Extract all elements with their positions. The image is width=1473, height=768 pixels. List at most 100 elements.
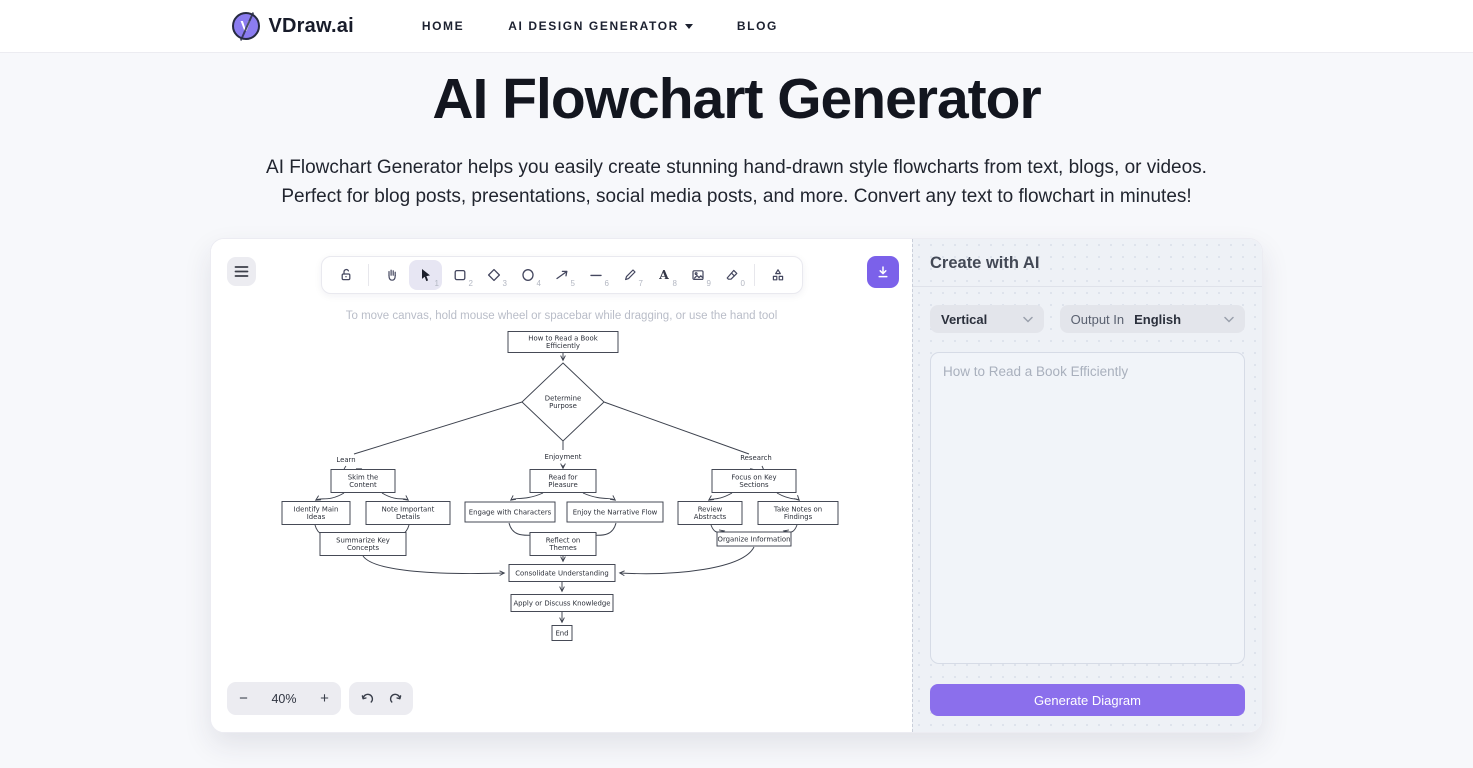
flowchart-node-consolidate[interactable] xyxy=(508,564,616,582)
flowchart-edge[interactable] xyxy=(509,492,544,501)
selection-tool-button[interactable]: 1 xyxy=(409,260,442,290)
flowchart-node-apply-knowledge[interactable] xyxy=(510,594,614,612)
flowchart-node-label: Apply or Discuss Knowledge xyxy=(513,599,610,607)
tool-badge: 3 xyxy=(502,279,507,288)
undo-button[interactable] xyxy=(352,684,381,713)
hero-section: AI Flowchart Generator AI Flowchart Gene… xyxy=(0,66,1473,211)
zoom-level[interactable]: 40% xyxy=(271,691,297,706)
flowchart-node-review-abstracts[interactable] xyxy=(677,501,743,525)
flowchart-node-read-pleasure[interactable] xyxy=(529,469,597,493)
diamond-icon xyxy=(487,268,500,282)
redo-button[interactable] xyxy=(381,684,410,713)
arrow-tool-button[interactable]: 5 xyxy=(545,260,578,290)
image-icon xyxy=(691,270,704,281)
output-label: Output In xyxy=(1070,311,1125,327)
flowchart-node-note-details[interactable] xyxy=(365,501,451,525)
eraser-tool-button[interactable]: 0 xyxy=(715,260,748,290)
flowchart-node-identify-ideas[interactable] xyxy=(281,501,351,525)
prompt-textarea[interactable] xyxy=(930,352,1245,664)
chevron-down-icon xyxy=(684,23,693,29)
flowchart-edge[interactable] xyxy=(710,524,726,535)
rectangle-tool-button[interactable]: 2 xyxy=(443,260,476,290)
flowchart-node-focus-sections[interactable] xyxy=(711,469,797,493)
panel-controls: Vertical Output In English xyxy=(930,305,1245,333)
flowchart-edge[interactable] xyxy=(582,492,617,501)
brand-logo-link[interactable]: V VDraw.ai xyxy=(231,12,354,40)
tool-badge: 4 xyxy=(536,279,541,288)
flowchart-node-start[interactable] xyxy=(507,331,619,353)
chevron-down-icon xyxy=(1022,316,1033,323)
chevron-down-icon xyxy=(1224,316,1234,323)
diamond-tool-button[interactable]: 3 xyxy=(477,260,510,290)
generate-diagram-button[interactable]: Generate Diagram xyxy=(930,684,1245,716)
hand-tool-button[interactable] xyxy=(375,260,408,290)
nav-item-ai-design-generator[interactable]: AI DESIGN GENERATOR xyxy=(508,19,693,33)
flowchart-node-determine-purpose[interactable] xyxy=(521,362,605,442)
ellipse-icon xyxy=(521,269,534,281)
flowchart-node-skim-content[interactable] xyxy=(330,469,396,493)
flowchart-node-label: Organize Information xyxy=(718,535,791,543)
zoom-in-button[interactable]: + xyxy=(308,682,341,715)
hand-icon xyxy=(387,269,396,281)
tool-badge: 5 xyxy=(570,279,575,288)
direction-select[interactable]: Vertical xyxy=(930,305,1044,333)
line-icon xyxy=(589,274,602,277)
tool-badge: 1 xyxy=(434,279,439,288)
text-icon: A xyxy=(658,267,669,282)
flowchart-edge[interactable] xyxy=(314,492,345,501)
ellipse-tool-button[interactable]: 4 xyxy=(511,260,544,290)
tool-badge: 7 xyxy=(638,279,643,288)
page-title: AI Flowchart Generator xyxy=(432,67,1041,131)
flowchart-edge[interactable] xyxy=(381,492,410,501)
arrow-icon xyxy=(555,270,567,280)
flowchart-node-reflect-themes[interactable] xyxy=(529,532,597,556)
generator-card: 1 2 3 4 xyxy=(210,238,1263,733)
image-tool-button[interactable]: 9 xyxy=(681,260,714,290)
download-button[interactable] xyxy=(867,256,899,288)
flowchart-edge[interactable] xyxy=(353,401,523,455)
output-language-select[interactable]: Output In English xyxy=(1059,305,1245,333)
shapes-tool-button[interactable] xyxy=(761,260,794,290)
flowchart-node-label: End xyxy=(555,629,568,637)
nav-item-blog[interactable]: BLOG xyxy=(736,19,778,33)
flowchart-edge[interactable] xyxy=(707,492,733,501)
lock-tool-button[interactable] xyxy=(329,260,362,290)
tool-badge: 8 xyxy=(672,279,677,288)
redo-icon xyxy=(389,693,401,703)
line-tool-button[interactable]: 6 xyxy=(579,260,612,290)
text-tool-button[interactable]: A 8 xyxy=(647,260,680,290)
hamburger-menu-button[interactable] xyxy=(227,257,256,286)
zoom-out-button[interactable]: − xyxy=(227,682,260,715)
flowchart-node-take-notes[interactable] xyxy=(757,501,839,525)
brand-name: VDraw.ai xyxy=(268,14,354,37)
flowchart-edge[interactable] xyxy=(603,401,750,455)
flowchart-node-enjoy-flow[interactable] xyxy=(566,501,664,523)
flowchart-node-organize-info[interactable] xyxy=(716,531,792,547)
flowchart-edge[interactable] xyxy=(618,546,755,577)
output-value: English xyxy=(1134,311,1182,327)
vdraw-logo-icon: V xyxy=(231,12,260,40)
drawing-toolbar: 1 2 3 4 xyxy=(321,256,803,294)
drawing-canvas[interactable]: 1 2 3 4 xyxy=(211,239,912,732)
canvas-hint-text: To move canvas, hold mouse wheel or spac… xyxy=(345,310,778,322)
flowchart-node-engage-characters[interactable] xyxy=(464,501,556,523)
flowchart-edge[interactable] xyxy=(782,524,798,535)
flowchart-node-summarize[interactable] xyxy=(319,532,407,556)
flowchart-edge[interactable] xyxy=(362,555,506,576)
lock-open-icon xyxy=(341,268,350,281)
flowchart-edge[interactable] xyxy=(776,492,800,501)
hamburger-icon xyxy=(234,266,249,277)
rectangle-icon xyxy=(454,269,465,281)
flowchart-node-end[interactable] xyxy=(551,625,573,641)
nav-item-home[interactable]: HOME xyxy=(421,19,465,33)
direction-value: Vertical xyxy=(941,311,988,327)
shapes-icon xyxy=(772,269,783,281)
draw-tool-button[interactable]: 7 xyxy=(613,260,646,290)
